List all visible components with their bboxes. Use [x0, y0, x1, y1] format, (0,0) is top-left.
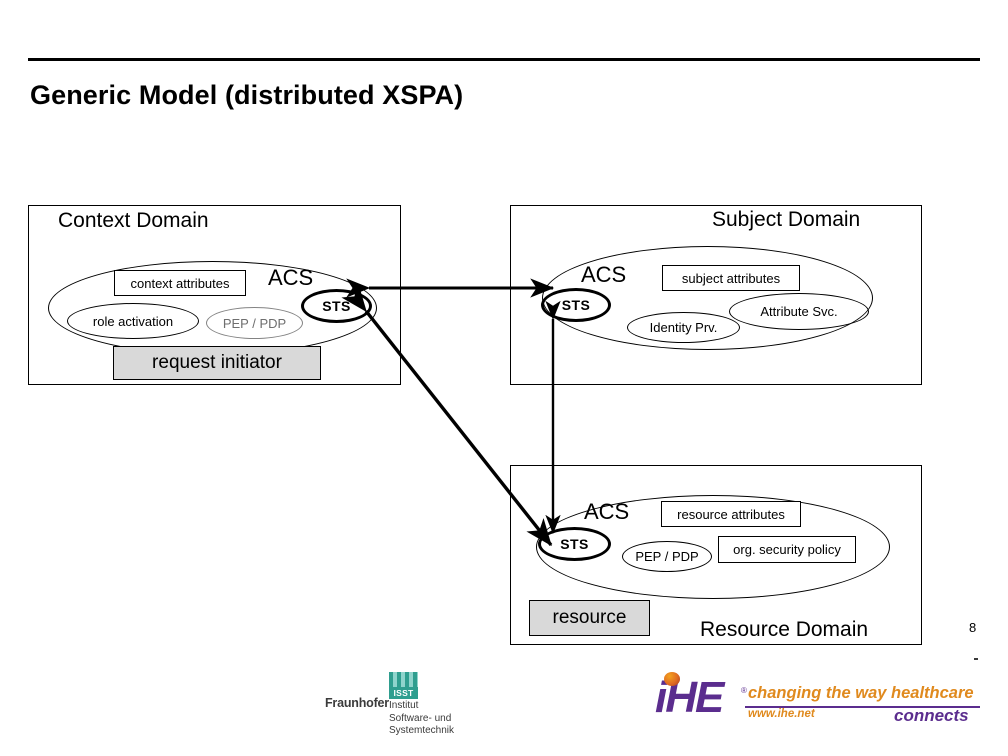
fraunhofer-wordmark: Fraunhofer [325, 696, 389, 710]
org-security-policy-box[interactable]: org. security policy [718, 536, 856, 563]
ihe-dot-icon [664, 672, 680, 686]
identity-provider-ellipse[interactable]: Identity Prv. [627, 312, 740, 343]
context-attributes-box[interactable]: context attributes [114, 270, 246, 296]
attribute-service-ellipse[interactable]: Attribute Svc. [729, 293, 869, 330]
page-title: Generic Model (distributed XSPA) [30, 80, 464, 110]
context-domain-box[interactable] [28, 205, 401, 385]
resource-domain-title: Resource Domain [700, 618, 869, 641]
fraunhofer-institute-lines: Institut Software- und Systemtechnik [389, 700, 455, 736]
header-divider [28, 58, 980, 61]
resource-pep-pdp-ellipse[interactable]: PEP / PDP [622, 541, 712, 572]
ihe-logo: iHE ® changing the way healthcare www.ih… [655, 670, 980, 732]
resource-acs-ellipse[interactable] [536, 495, 890, 599]
ihe-tagline-line1: changing the way healthcare [748, 684, 974, 702]
ihe-underline [745, 706, 980, 708]
subject-sts-ellipse[interactable]: STS [541, 288, 611, 322]
subject-domain-title: Subject Domain [712, 208, 861, 231]
context-sts-ellipse[interactable]: STS [301, 289, 372, 323]
subject-attributes-box[interactable]: subject attributes [662, 265, 800, 291]
fraunhofer-logo: ISST Fraunhofer Institut Software- und S… [325, 672, 485, 742]
resource-acs-label: ACS [584, 499, 630, 524]
ihe-url: www.ihe.net [748, 708, 815, 720]
context-acs-label: ACS [268, 265, 314, 290]
resource-sts-ellipse[interactable]: STS [538, 527, 611, 561]
role-activation-ellipse[interactable]: role activation [67, 303, 199, 339]
isst-label: ISST [389, 687, 418, 699]
connector-context-resource [341, 283, 553, 547]
subject-acs-label: ACS [581, 262, 627, 287]
corner-mark [974, 658, 978, 660]
page-number: 8 [969, 620, 977, 635]
subject-domain-box[interactable] [510, 205, 922, 385]
resource-actor-box[interactable]: resource [529, 600, 650, 636]
ihe-tagline-line2: connects [894, 706, 969, 725]
request-initiator-box[interactable]: request initiator [113, 346, 321, 380]
resource-domain-box[interactable] [510, 465, 922, 645]
ihe-registered-mark: ® [741, 686, 747, 695]
resource-attributes-box[interactable]: resource attributes [661, 501, 801, 527]
context-pep-pdp-ellipse[interactable]: PEP / PDP [206, 307, 303, 339]
context-domain-title: Context Domain [58, 209, 209, 232]
